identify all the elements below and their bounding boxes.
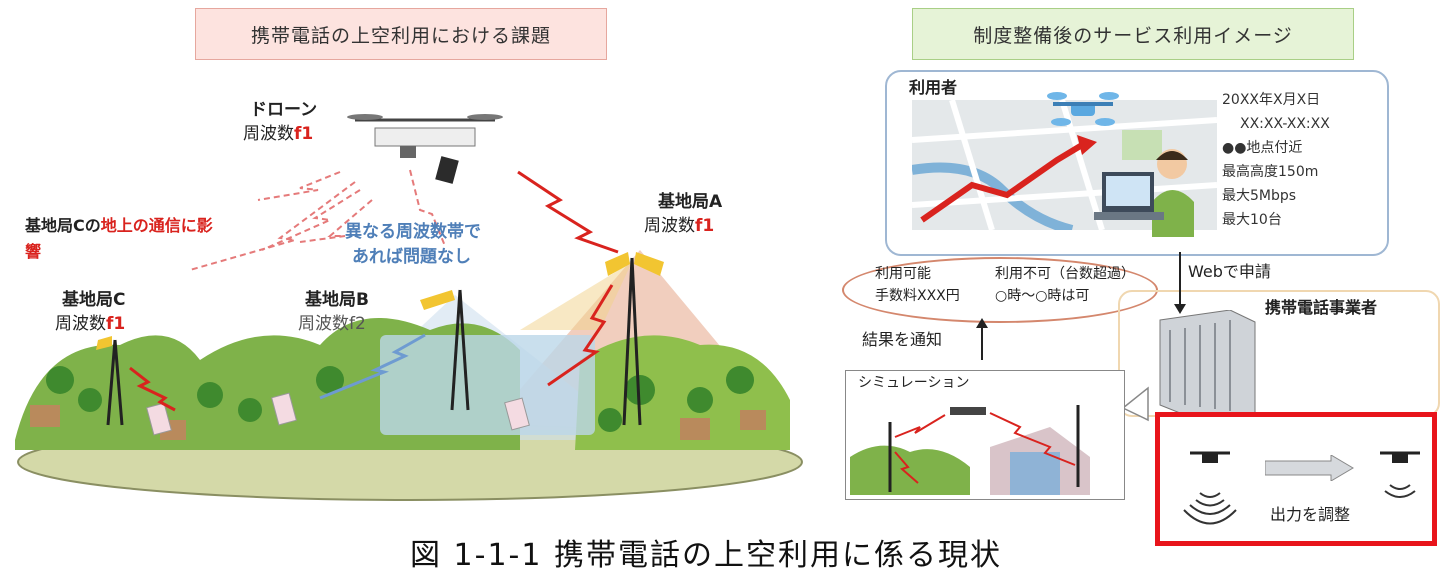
person-at-laptop-icon (1094, 149, 1194, 237)
station-b-link (319, 333, 426, 400)
station-c-name: 基地局C (62, 290, 126, 310)
station-b-frequency: 周波数f2 (298, 314, 366, 334)
signal-links (129, 170, 619, 412)
server-icon (1159, 310, 1256, 416)
info-altitude: 最高高度150m (1222, 164, 1319, 180)
phones (146, 392, 530, 436)
base-station-towers (106, 257, 642, 426)
antenna-panels (96, 252, 664, 350)
simulation-illustration (850, 405, 1090, 495)
adjust-arrow (1265, 455, 1354, 481)
drone-label: ドローン (250, 100, 318, 120)
hill-right (575, 335, 790, 450)
info-date: 20XX年X月X日 (1222, 92, 1321, 108)
trees (46, 366, 754, 432)
note-line-1: 異なる周波数帯で (345, 222, 481, 242)
station-c-warning: 基地局Cの地上の通信に影響 (25, 216, 213, 261)
station-a-name: 基地局A (658, 192, 723, 212)
result-ng: 利用不可（台数超過） (995, 266, 1135, 282)
adjust-label: 出力を調整 (1270, 505, 1351, 524)
result-ng-time: ○時～○時は可 (995, 288, 1090, 304)
apply-label: Webで申請 (1188, 262, 1271, 281)
right-panel-title: 制度整備後のサービス利用イメージ (912, 8, 1354, 60)
info-time: XX:XX-XX:XX (1240, 116, 1330, 132)
station-c-frequency: 周波数f1 (55, 314, 126, 334)
station-a-frequency: 周波数f1 (644, 216, 715, 236)
note-line-2: あれば問題なし (352, 247, 471, 267)
drone-icon (347, 114, 503, 184)
info-location: ●●地点付近 (1222, 140, 1303, 156)
request-info: 20XX年X月X日 XX:XX-XX:XX ●●地点付近 最高高度150m 最大… (1222, 88, 1330, 232)
landscape-illustration (15, 114, 803, 501)
info-bandwidth: 最大5Mbps (1222, 188, 1297, 204)
simulation-box: シミュレーション (845, 370, 1125, 500)
drone-frequency: 周波数f1 (243, 124, 314, 144)
station-a-beam (520, 262, 632, 330)
simulation-label: シミュレーション (858, 375, 970, 391)
user-label: 利用者 (909, 78, 958, 97)
notify-label: 結果を通知 (862, 330, 943, 349)
drone-strong-signal-icon (1183, 451, 1237, 525)
output-adjust-highlight: 出力を調整 (1155, 412, 1437, 546)
user-box: 利用者 (885, 70, 1389, 256)
left-panel-title: 携帯電話の上空利用における課題 (195, 8, 607, 60)
drone-weak-signal-icon (1380, 451, 1420, 498)
info-units: 最大10台 (1222, 212, 1282, 228)
station-b-name: 基地局B (305, 290, 369, 310)
drone-icon (1047, 92, 1119, 126)
river-area (380, 335, 595, 435)
figure-caption: 図 1-1-1 携帯電話の上空利用に係る現状 (410, 538, 1002, 573)
houses (30, 405, 766, 440)
carrier-label: 携帯電話事業者 (1265, 298, 1378, 317)
result-ok: 利用可能 (875, 266, 931, 282)
interference-arrows (189, 169, 446, 271)
result-fee: 手数料XXX円 (875, 288, 960, 304)
